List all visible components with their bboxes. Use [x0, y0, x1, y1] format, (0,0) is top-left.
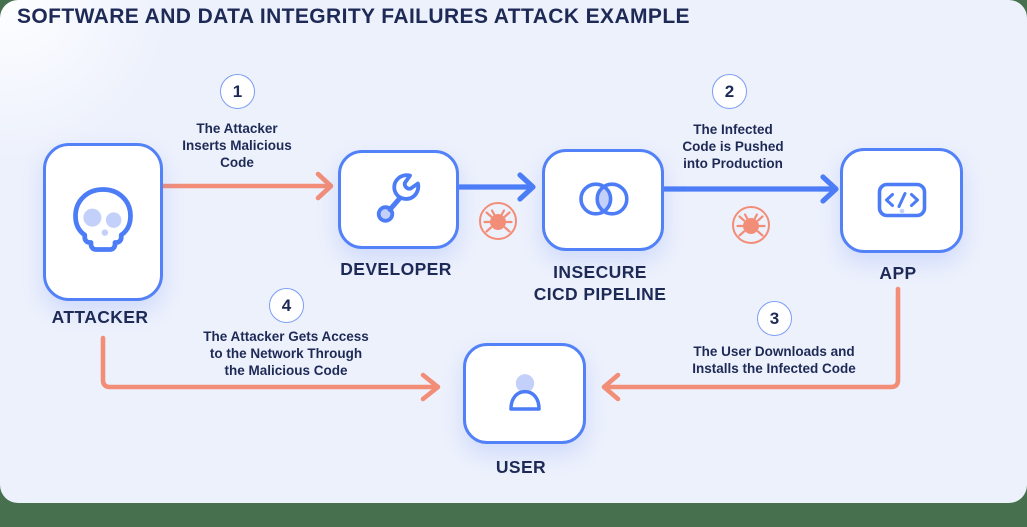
node-user — [463, 343, 586, 444]
arrow-developer-to-pipeline — [450, 172, 536, 202]
node-attacker — [43, 143, 163, 301]
step-4-number: 4 — [281, 295, 292, 315]
diagram-panel: SOFTWARE AND DATA INTEGRITY FAILURES ATT… — [0, 0, 1027, 503]
node-developer — [338, 150, 459, 249]
bug-icon — [479, 202, 517, 240]
arrow-attacker-to-developer — [155, 171, 334, 201]
step-2-text: The Infected Code is Pushed into Product… — [682, 122, 784, 171]
wrench-icon — [376, 172, 420, 223]
node-attacker-label: ATTACKER — [20, 306, 180, 328]
app-label-text: APP — [879, 263, 917, 283]
node-developer-label: DEVELOPER — [316, 258, 476, 280]
cicd-label-line1: INSECURE — [553, 262, 647, 282]
user-label-text: USER — [495, 457, 547, 477]
step-1-number: 1 — [232, 81, 243, 101]
venn-circles-icon — [579, 182, 629, 216]
code-screen-icon — [877, 182, 926, 217]
node-app — [840, 148, 963, 253]
step-4-badge: 4 — [269, 288, 304, 323]
step-3-text: The User Downloads and Installs the Infe… — [692, 344, 856, 376]
skull-icon — [73, 187, 133, 252]
step-1-text: The Attacker Inserts Malicious Code — [182, 121, 292, 170]
node-user-label: USER — [461, 456, 581, 478]
step-1-badge: 1 — [220, 74, 255, 109]
step-4-text: The Attacker Gets Access to the Network … — [203, 329, 369, 378]
person-icon — [508, 373, 541, 411]
page-title: SOFTWARE AND DATA INTEGRITY FAILURES ATT… — [17, 5, 690, 28]
node-app-label: APP — [858, 262, 938, 284]
developer-label-text: DEVELOPER — [340, 259, 452, 279]
cicd-label-line2: CICD PIPELINE — [533, 284, 667, 304]
attacker-label-text: ATTACKER — [51, 307, 149, 327]
step-3-number: 3 — [769, 308, 780, 328]
node-cicd-pipeline-label: INSECURE CICD PIPELINE — [518, 261, 682, 305]
step-2-number: 2 — [724, 81, 735, 101]
bug-icon — [732, 206, 770, 244]
node-cicd-pipeline — [542, 149, 664, 251]
step-3-badge: 3 — [757, 301, 792, 336]
step-2-badge: 2 — [712, 74, 747, 109]
arrow-pipeline-to-app — [655, 174, 839, 204]
